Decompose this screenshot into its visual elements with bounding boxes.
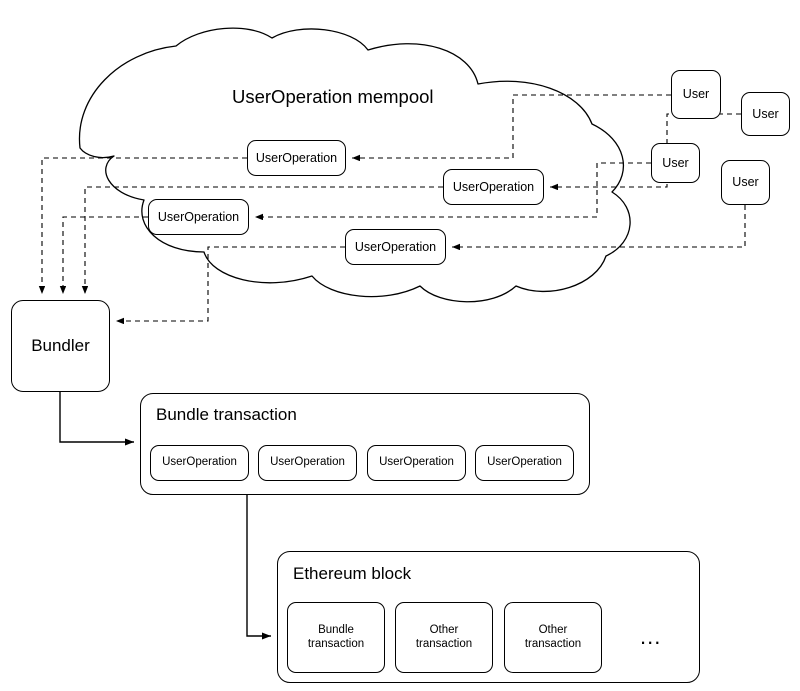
ethereum-block-container[interactable]: Ethereum block Bundle transaction Other … [277, 551, 700, 683]
user-2-label: User [752, 106, 779, 121]
user-4[interactable]: User [721, 160, 770, 205]
edge-bundle-transaction-to-ethereum-block [246, 495, 271, 640]
block-transaction-other-2-line1: Other [538, 624, 568, 637]
bundle-operation-4[interactable]: UserOperation [475, 445, 574, 481]
mempool-operation-3-label: UserOperation [157, 209, 240, 224]
bundle-operation-3[interactable]: UserOperation [367, 445, 466, 481]
edge-bundler-to-bundle-transaction [59, 392, 134, 446]
block-transaction-bundle-line1: Bundle [318, 624, 354, 637]
user-3[interactable]: User [651, 143, 700, 183]
bundler-node[interactable]: Bundler [11, 300, 110, 392]
mempool-operation-2-label: UserOperation [452, 179, 535, 194]
mempool-title: UserOperation mempool [232, 86, 434, 107]
block-transaction-bundle[interactable]: Bundle transaction [287, 602, 385, 673]
user-3-label: User [662, 155, 689, 170]
edge-op4-to-bundler [116, 246, 345, 325]
block-transaction-other-1-line2: transaction [415, 637, 473, 650]
edge-op3-to-bundler [59, 216, 148, 294]
block-transaction-other-1[interactable]: Other transaction [395, 602, 493, 673]
bundler-label: Bundler [31, 336, 90, 356]
block-transaction-other-1-line1: Other [429, 624, 459, 637]
bundle-operation-2[interactable]: UserOperation [258, 445, 357, 481]
edge-user3-to-op3 [255, 162, 651, 221]
mempool-operation-4-label: UserOperation [354, 239, 437, 254]
mempool-operation-1[interactable]: UserOperation [247, 140, 346, 176]
mempool-operation-3[interactable]: UserOperation [148, 199, 249, 235]
mempool-operation-1-label: UserOperation [255, 150, 338, 165]
bundle-transaction-title: Bundle transaction [156, 405, 297, 424]
bundle-operation-2-label: UserOperation [270, 456, 345, 469]
bundle-operation-1[interactable]: UserOperation [150, 445, 249, 481]
bundle-operation-1-label: UserOperation [162, 456, 237, 469]
edge-user4-to-op4 [452, 205, 746, 251]
bundle-operation-3-label: UserOperation [379, 456, 454, 469]
user-2[interactable]: User [741, 92, 790, 136]
block-transaction-other-2-line2: transaction [524, 637, 582, 650]
user-1-label: User [682, 87, 710, 102]
edge-op2-to-bundler [81, 186, 443, 294]
user-1[interactable]: User [671, 70, 721, 119]
ethereum-block-title: Ethereum block [293, 564, 412, 583]
mempool-operation-2[interactable]: UserOperation [443, 169, 544, 205]
user-4-label: User [732, 175, 759, 190]
block-more-transactions-indicator: ... [640, 624, 662, 649]
edge-user2-to-op2 [550, 113, 741, 191]
block-transaction-bundle-line2: transaction [307, 637, 365, 650]
bundle-transaction-container[interactable]: Bundle transaction UserOperation UserOpe… [140, 393, 590, 495]
block-transaction-other-2[interactable]: Other transaction [504, 602, 602, 673]
mempool-cloud-outline [78, 27, 631, 303]
bundle-operation-4-label: UserOperation [487, 456, 562, 469]
edge-user1-to-op1 [352, 94, 671, 162]
mempool-operation-4[interactable]: UserOperation [345, 229, 446, 265]
